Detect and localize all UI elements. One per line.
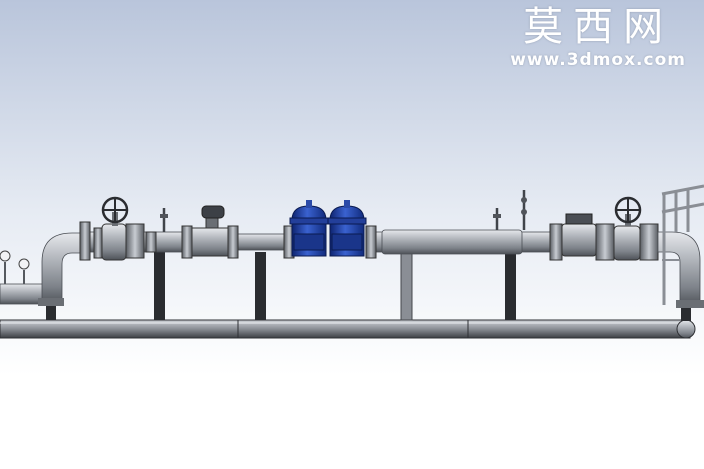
check-valve bbox=[549, 213, 615, 261]
basket-strainer-1 bbox=[283, 200, 329, 259]
gate-valve-handwheel-2 bbox=[613, 196, 659, 261]
inlet-pipe bbox=[0, 232, 89, 306]
pressure-gauge-left bbox=[0, 250, 30, 284]
outlet-elbow bbox=[657, 231, 704, 308]
skid-base-beam bbox=[0, 319, 696, 339]
flow-control-valve bbox=[181, 205, 239, 259]
pipe-supports bbox=[46, 251, 691, 321]
basket-strainer-2 bbox=[327, 200, 377, 259]
instrument-taps bbox=[160, 190, 527, 232]
handrail bbox=[661, 184, 704, 305]
gate-valve-handwheel-1 bbox=[79, 196, 157, 261]
